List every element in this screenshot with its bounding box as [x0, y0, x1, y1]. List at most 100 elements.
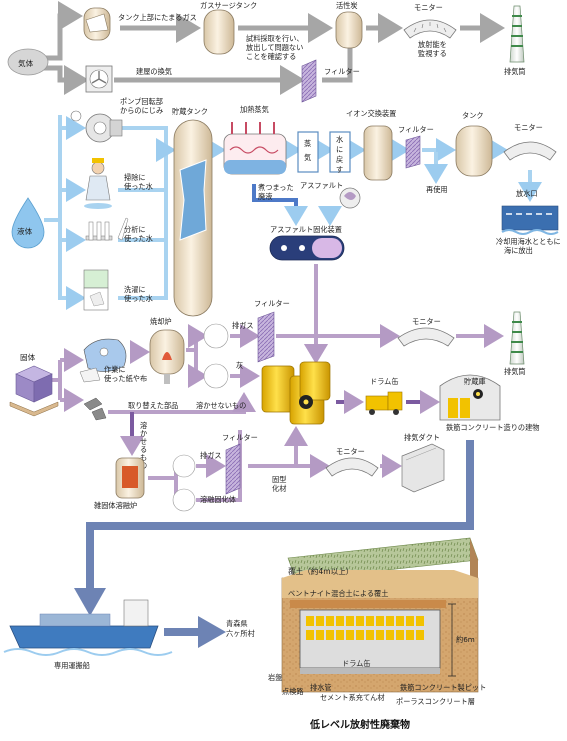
melt-label-char-2: か [140, 429, 147, 438]
steam-label-char-1: 蒸 [304, 139, 311, 148]
incinerator-icon [149, 329, 185, 384]
solid-monitor-icon [397, 327, 455, 347]
charcoal-label: 活性炭 [336, 1, 358, 10]
seawater-note-line-2: 海に放出 [504, 246, 533, 255]
ash-bubble [203, 363, 229, 389]
liquid-section: 液体 ポンプ回転部 からのにじみ 掃除に 使った水 分析に 使った水 [11, 97, 561, 317]
disposal-section: 覆土（約4m以上） ベントナイト混合土による覆土 約6m 岩盤 点検路 排水管 … [268, 537, 486, 731]
outlet-icon [501, 205, 559, 235]
ship-label: 専用運搬船 [54, 661, 90, 670]
solid-flow-arrow [276, 334, 328, 364]
disposal-cover-soil [282, 570, 478, 598]
pit-label: 鉄筋コンクリート製ピット [400, 683, 486, 692]
solid-stack-label: 排気筒 [504, 367, 526, 376]
mortar-label: セメント系充てん材 [320, 693, 385, 702]
condense-label-char-4: す [336, 165, 343, 174]
solid-flow-arrow [148, 476, 178, 500]
solid-filter-icon [257, 311, 275, 363]
pit-drum-label: ドラム缶 [342, 659, 371, 668]
gas-source-label: 気体 [18, 58, 34, 68]
melter-label: 雑固体溶融炉 [94, 501, 137, 510]
storage-building-icon [439, 374, 501, 421]
liquid-tank-icon [455, 125, 493, 177]
monitor-note-line-1: 放射能を [418, 40, 447, 49]
duct-label: 排気ダクト [404, 433, 440, 442]
seawater-note-line-1: 冷却用海水とともに [496, 237, 561, 246]
transport-arrow [74, 440, 474, 616]
bentonite-layer [290, 600, 446, 608]
drain-label: 排水管 [310, 683, 332, 692]
surge-tank-label: ガスサージタンク [200, 1, 257, 10]
cleaning-water-line-1: 掃除に [124, 173, 146, 182]
solid-filter2-icon [225, 443, 241, 495]
solid-filter2-label: フィルター [222, 433, 258, 442]
melt-label-char-4: る [140, 445, 147, 454]
reuse-label: 再使用 [426, 185, 448, 194]
melter-icon [115, 457, 145, 499]
liquid-monitor-icon [503, 141, 557, 161]
solid-section: 固体 作業に 使った紙や布 焼却炉 排ガス 灰 フィルター モニター 排気筒 [9, 264, 539, 512]
parts-label: 取り替えた部品 [128, 401, 178, 410]
ion-exchange-icon [363, 125, 393, 181]
charcoal-tank-icon [335, 11, 363, 49]
evaporator-icon [223, 122, 287, 175]
gas-stack-label: 排気筒 [504, 67, 526, 76]
solidify-line-2: 化材 [272, 484, 286, 493]
melt-label-char-5: も [140, 453, 147, 462]
analysis-water-line-2: 使った水 [124, 234, 153, 243]
liquid-source-label: 液体 [17, 226, 33, 236]
exhaust-gas-label: 排ガス [232, 321, 254, 330]
storage-building-label: 鉄筋コンクリート造りの建物 [446, 423, 539, 432]
depth-label: 約6m [456, 635, 475, 644]
laundry-icon [83, 269, 109, 311]
waste-drums-icon [261, 361, 331, 425]
solid-source-label: 固体 [20, 352, 36, 362]
solid-source-box [9, 365, 59, 417]
cover-label: 覆土（約4m以上） [288, 566, 353, 576]
gas-flow-arrow [42, 1, 83, 61]
incinerator-label: 焼却炉 [150, 317, 172, 326]
asphalt-icon [339, 187, 361, 209]
inspection-label: 点検路 [282, 687, 304, 696]
slag-bubble [172, 488, 196, 512]
ventilation-fan-icon [85, 65, 113, 93]
liquid-tank-label: タンク [462, 111, 484, 120]
storage-label: 貯蔵庫 [464, 377, 486, 386]
solid-stack-icon [509, 311, 525, 365]
sample-note-line-1: 試料採取を行い、 [246, 34, 304, 43]
porous-label: ポーラスコンクリート層 [396, 697, 475, 706]
transport-ship-icon [3, 599, 173, 656]
slag-label: 溶融固化体 [200, 495, 236, 504]
porous-layer [300, 668, 440, 674]
burn-items-line-2: 使った紙や布 [104, 374, 147, 383]
cleaning-worker-icon [84, 158, 112, 209]
analysis-water-line-1: 分析に [124, 225, 146, 234]
bedrock-label: 岩盤 [268, 673, 282, 682]
solid-flow-arrow [188, 350, 208, 388]
gas-flow-arrow [42, 65, 89, 95]
melt-label-char-1: 溶 [140, 421, 147, 430]
disposal-title: 低レベル放射性廃棄物 [309, 718, 410, 731]
laundry-water-line-1: 洗濯に [124, 285, 146, 294]
solid-monitor-label: モニター [412, 317, 441, 326]
pit-drums [306, 616, 424, 640]
bentonite-label: ベントナイト混合土による覆土 [288, 589, 388, 598]
ash-label: 灰 [236, 361, 243, 370]
gas-filter-icon [301, 59, 317, 103]
exhaust-gas-bubble [203, 323, 229, 349]
solid-flow-arrow [186, 324, 208, 352]
exhaust-duct-icon [401, 443, 445, 493]
storage-tank-label: 貯蔵タンク [172, 107, 208, 116]
gas-source-cloud [7, 48, 49, 76]
forklift-icon [365, 391, 403, 415]
laundry-water-line-2: 使った水 [124, 294, 153, 303]
liquid-source-drop [11, 197, 45, 249]
condense-label-char-1: 水 [336, 135, 343, 144]
pump-leak-line-1: ポンプ回転部 [120, 97, 163, 106]
tank-gas-label: タンク上部にたまるガス [118, 13, 197, 22]
sample-note-line-2: 放出して問題ない [246, 43, 303, 52]
solid-monitor2-label: モニター [336, 447, 365, 456]
solidify-line-1: 固型 [272, 475, 286, 484]
solid-monitor2-icon [325, 457, 379, 477]
